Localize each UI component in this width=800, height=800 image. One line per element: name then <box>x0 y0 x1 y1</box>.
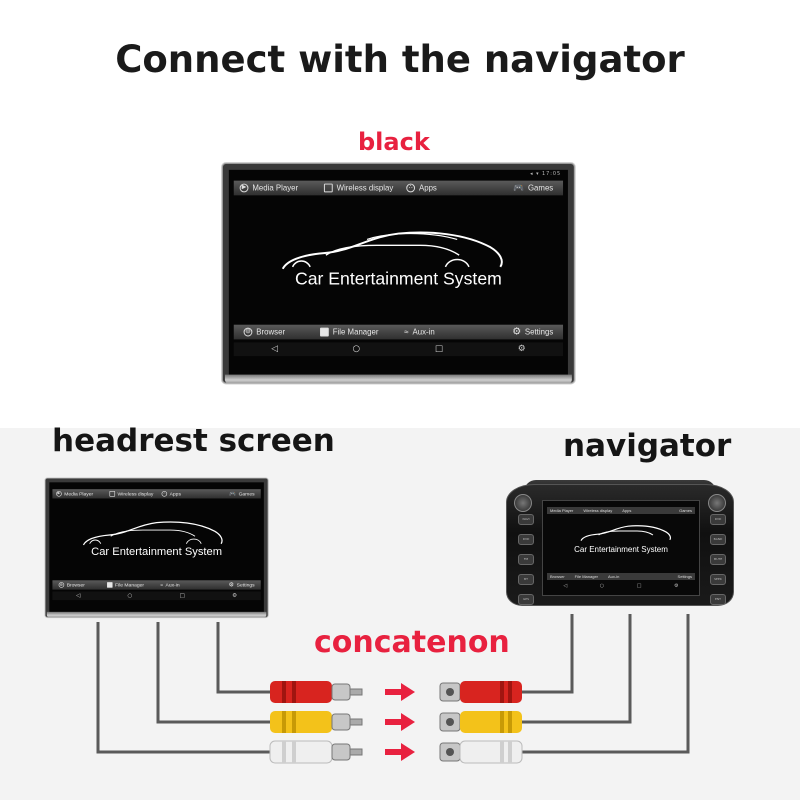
navigator-bottom-bar: Browser File Manager Aux-in Settings <box>547 573 695 580</box>
back-icon[interactable]: ◁ <box>563 583 568 589</box>
gamepad-icon: 🎮 <box>229 490 237 497</box>
top-menu-bar: ▶Media Player Wireless display ∴Apps 🎮Ga… <box>52 489 261 499</box>
recents-icon[interactable]: □ <box>179 592 185 599</box>
menu-file-manager[interactable]: File Manager <box>107 582 160 588</box>
screen-display <box>49 482 264 612</box>
menu-browser[interactable]: ◍Browser <box>243 327 286 337</box>
navigator-button[interactable]: BAND <box>710 534 726 545</box>
play-icon: ▶ <box>239 183 249 193</box>
menu-aux-in[interactable]: ≈Aux-in <box>160 582 180 588</box>
color-label: black <box>358 128 430 156</box>
headrest-label: headrest screen <box>52 423 335 459</box>
headrest-screen-small: ▶Media Player Wireless display ∴Apps 🎮Ga… <box>45 478 269 618</box>
menu-wireless-display[interactable]: Wireless display <box>323 183 406 193</box>
brand-text: Car Entertainment System <box>294 268 502 289</box>
nav-menu-browser[interactable]: Browser <box>550 574 565 579</box>
navigator-unit: NAVI DVD FM BT GPS DVD BAND MUTE SEEK EN… <box>506 480 734 606</box>
screen-bezel <box>222 163 575 384</box>
gamepad-icon: 🎮 <box>513 182 525 193</box>
car-outline-logo <box>82 521 223 546</box>
menu-apps[interactable]: ∴Apps <box>161 491 181 497</box>
apps-icon: ∴ <box>406 183 416 193</box>
connection-label: concatenon <box>314 625 510 660</box>
back-icon[interactable]: ◁ <box>271 344 278 355</box>
page-title: Connect with the navigator <box>115 38 685 81</box>
menu-browser[interactable]: ◍Browser <box>58 582 85 588</box>
recents-icon[interactable]: □ <box>636 583 642 589</box>
globe-icon: ◍ <box>58 582 65 588</box>
screen-display <box>228 169 568 375</box>
brand-text: Car Entertainment System <box>91 544 223 558</box>
settings-nav-icon[interactable]: ⚙ <box>517 344 526 355</box>
nav-menu-settings[interactable]: Settings <box>677 574 692 579</box>
navigator-right-buttons: DVD BAND MUTE SEEK ENT <box>710 514 726 605</box>
navigator-button[interactable]: MUTE <box>710 554 726 565</box>
nav-menu-file-manager[interactable]: File Manager <box>574 574 599 579</box>
menu-wireless-display[interactable]: Wireless display <box>109 491 161 497</box>
navigator-label: navigator <box>563 428 732 464</box>
screen-bottom-trim <box>224 374 572 384</box>
gear-icon: ⚙ <box>512 326 521 338</box>
file-icon <box>107 582 113 588</box>
navigator-button[interactable]: DVD <box>710 514 726 525</box>
wave-icon: ≈ <box>404 327 409 337</box>
gear-icon: ⚙ <box>228 581 235 589</box>
home-icon[interactable]: ○ <box>127 592 133 599</box>
bottom-menu-bar: ◍Browser File Manager ≈Aux-in ⚙Settings <box>52 580 261 590</box>
navigator-button[interactable]: FM <box>518 554 534 565</box>
navigator-button[interactable]: GPS <box>518 594 534 605</box>
globe-icon: ◍ <box>243 327 253 337</box>
menu-settings[interactable]: ⚙Settings <box>228 581 255 589</box>
apps-icon: ∴ <box>161 491 168 497</box>
menu-file-manager[interactable]: File Manager <box>320 327 404 337</box>
android-nav-bar: ◁ ○ □ ⚙ <box>52 591 261 601</box>
navigator-button[interactable]: NAVI <box>518 514 534 525</box>
menu-apps[interactable]: ∴Apps <box>406 183 477 193</box>
nav-menu-apps[interactable]: Apps <box>622 508 632 513</box>
android-nav-bar: ◁ ○ □ ⚙ <box>233 342 564 357</box>
car-outline-logo <box>281 231 503 270</box>
play-icon: ▶ <box>56 491 62 497</box>
status-bar: ◂ ▾ 17:05 <box>530 170 562 177</box>
settings-nav-icon[interactable]: ⚙ <box>232 592 238 599</box>
navigator-left-buttons: NAVI DVD FM BT GPS <box>518 514 534 605</box>
wave-icon: ≈ <box>160 582 164 588</box>
file-icon <box>320 327 329 337</box>
menu-games[interactable]: 🎮Games <box>513 182 554 193</box>
navigator-android-nav: ◁ ○ □ ⚙ <box>547 583 695 591</box>
volume-knob[interactable] <box>514 494 532 512</box>
navigator-brand-text: Car Entertainment System <box>574 545 668 554</box>
recents-icon[interactable]: □ <box>434 344 444 355</box>
back-icon[interactable]: ◁ <box>76 592 81 599</box>
menu-settings[interactable]: ⚙Settings <box>512 326 554 338</box>
navigator-button[interactable]: ENT <box>710 594 726 605</box>
navigator-button[interactable]: DVD <box>518 534 534 545</box>
menu-media-player[interactable]: ▶Media Player <box>56 491 94 497</box>
nav-menu-wireless-display[interactable]: Wireless display <box>583 508 613 513</box>
home-icon[interactable]: ○ <box>352 344 361 355</box>
headrest-screen-main: ◂ ▾ 17:05 ▶Media Player Wireless display… <box>222 163 575 384</box>
menu-media-player[interactable]: ▶Media Player <box>239 183 324 193</box>
top-menu-bar: ▶Media Player Wireless display ∴Apps 🎮Ga… <box>233 180 564 196</box>
tune-knob[interactable] <box>708 494 726 512</box>
home-icon[interactable]: ○ <box>599 583 605 589</box>
navigator-screen: Media Player Wireless display Apps Games… <box>542 500 700 596</box>
menu-games[interactable]: 🎮Games <box>229 490 255 497</box>
cast-icon <box>109 491 116 497</box>
screen-bottom-trim <box>46 611 267 618</box>
cast-icon <box>323 183 333 193</box>
bottom-menu-bar: ◍Browser File Manager ≈Aux-in ⚙Settings <box>233 324 564 340</box>
nav-menu-games[interactable]: Games <box>679 508 692 513</box>
car-outline-logo <box>580 525 672 541</box>
navigator-top-bar: Media Player Wireless display Apps Games <box>547 507 695 514</box>
navigator-button[interactable]: BT <box>518 574 534 585</box>
navigator-button[interactable]: SEEK <box>710 574 726 585</box>
nav-menu-aux-in[interactable]: Aux-in <box>608 574 620 579</box>
menu-aux-in[interactable]: ≈Aux-in <box>404 327 435 337</box>
settings-nav-icon[interactable]: ⚙ <box>674 583 679 589</box>
nav-menu-media-player[interactable]: Media Player <box>550 508 574 513</box>
